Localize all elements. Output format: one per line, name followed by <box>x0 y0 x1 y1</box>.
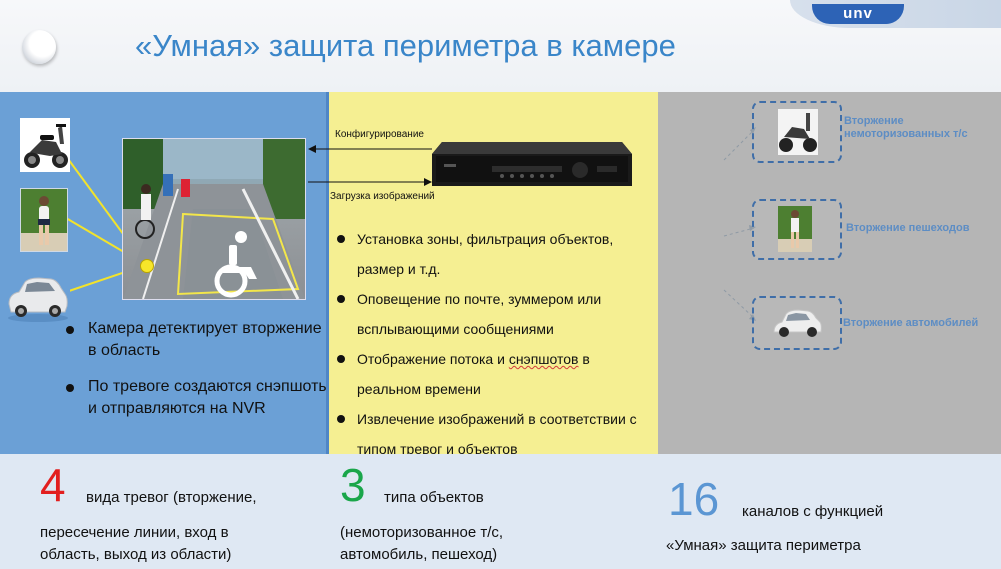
list-item: Камера детектирует вторжение в область <box>60 318 330 362</box>
stat-subtext-channels: «Умная» защита периметра <box>666 537 861 554</box>
list-item: По тревоге создаются снэпшоты и отправля… <box>60 376 330 420</box>
list-item: Оповещение по почте, зуммером или всплыв… <box>333 284 653 344</box>
event-box-pedestrian <box>752 199 842 260</box>
nvr-bullet-list: Установка зоны, фильтрация объектов, раз… <box>333 224 653 464</box>
stat-text-channels: каналов с функцией <box>742 503 884 520</box>
stats-bar <box>0 454 1001 569</box>
camera-view-image <box>122 138 306 300</box>
car-icon <box>5 266 70 324</box>
event-box-car <box>752 296 842 350</box>
pedestrian-icon <box>20 188 68 252</box>
page-title: «Умная» защита периметра в камере <box>135 28 676 63</box>
stat-text-alarms: вида тревог (вторжение, <box>86 489 257 506</box>
pedestrian-icon <box>778 206 812 252</box>
stat-number-objects: 3 <box>340 459 366 511</box>
camera-bullet-list: Камера детектирует вторжение в область П… <box>60 318 330 434</box>
stat-subtext-objects: (немоторизованное т/с, автомобиль, пешех… <box>340 524 504 563</box>
event-box-scooter <box>752 101 842 163</box>
brand-logo: unv <box>812 4 904 24</box>
image-upload-label: Загрузка изображений <box>330 191 435 202</box>
stat-text-objects: типа объектов <box>384 489 484 506</box>
list-item: Извлечение изображений в соответствии с … <box>333 404 653 464</box>
header: unv «Умная» защита периметра в камере <box>0 0 1001 92</box>
spellcheck-word: снэпшотов <box>508 351 579 367</box>
event-label-car: Вторжение автомобилей <box>843 317 979 329</box>
detection-point <box>140 259 154 273</box>
list-item: Установка зоны, фильтрация объектов, раз… <box>333 224 653 284</box>
event-label-scooter: Вторжение немоторизованных т/с <box>844 115 968 140</box>
stat-subtext-alarms: пересечение линии, вход в область, выход… <box>40 524 232 563</box>
list-item-text: Отображение потока и <box>357 351 509 367</box>
list-item-text: в реальном времени <box>357 351 590 397</box>
event-label-pedestrian: Вторжение пешеходов <box>846 222 970 234</box>
scooter-icon <box>20 118 70 172</box>
events-panel <box>658 92 1001 454</box>
configuration-label: Конфигурирование <box>335 129 424 140</box>
scooter-icon <box>778 109 818 155</box>
stat-number-channels: 16 <box>668 473 720 525</box>
car-icon <box>773 309 822 337</box>
decorative-bubble-icon <box>22 30 56 64</box>
stat-number-alarms: 4 <box>40 459 66 511</box>
list-item: Отображение потока и снэпшотов в реально… <box>333 344 653 404</box>
data-flow-arrows <box>308 145 432 186</box>
nvr-device-icon <box>432 142 632 186</box>
